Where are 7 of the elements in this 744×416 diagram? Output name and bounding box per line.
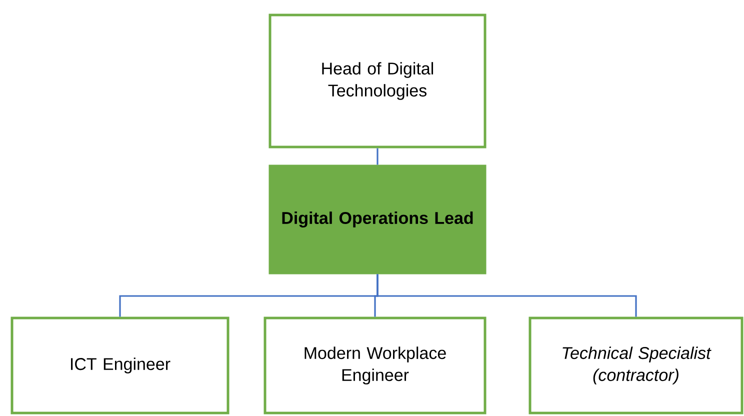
connector-line [376, 274, 637, 317]
role-box: Modern Workplace Engineer [264, 316, 486, 414]
role-box: Digital Operations Lead [268, 164, 486, 274]
connector-line [376, 148, 378, 165]
role-box: Head of Digital Technologies [268, 14, 486, 148]
role-box: ICT Engineer [10, 316, 230, 414]
role-box: Technical Specialist (contractor) [528, 316, 744, 414]
